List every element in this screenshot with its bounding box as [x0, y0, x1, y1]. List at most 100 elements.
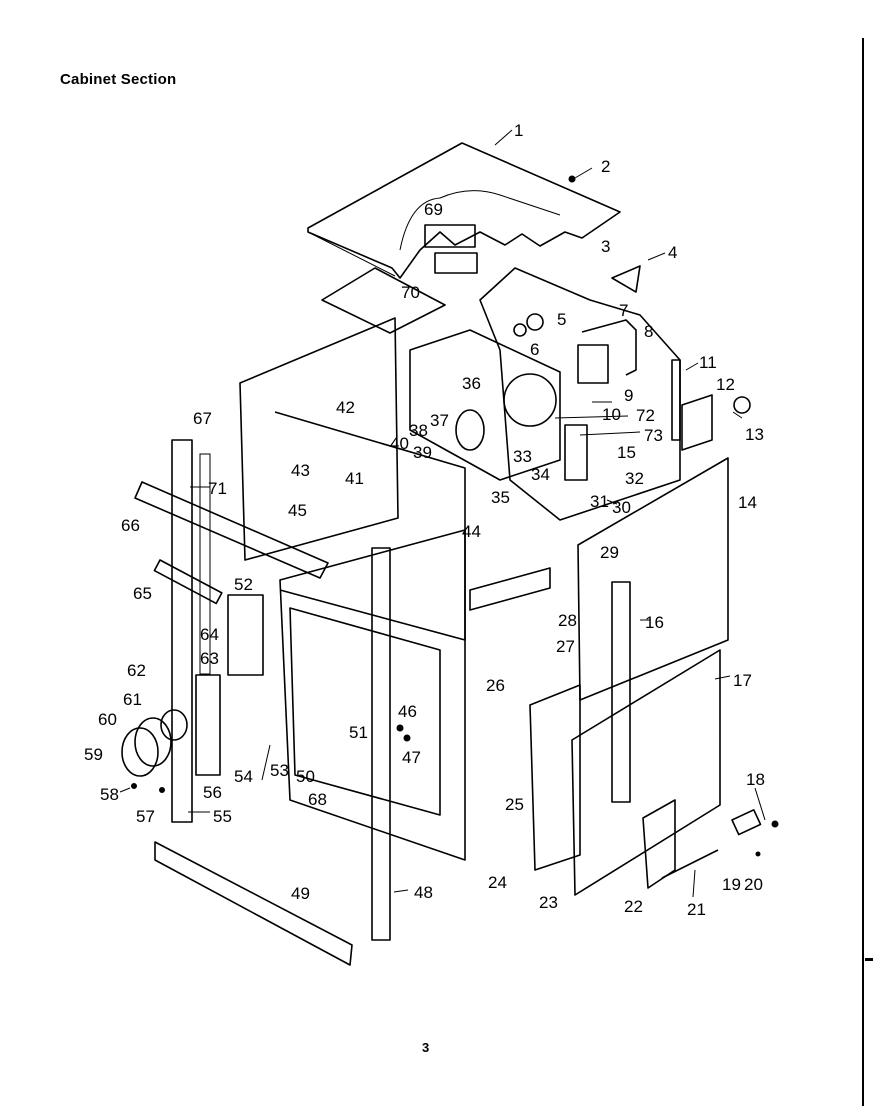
callout-45: 45 — [288, 501, 307, 520]
callout-59: 59 — [84, 745, 103, 764]
back-panel-17 — [571, 649, 721, 896]
callout-30: 30 — [612, 498, 631, 517]
callout-65: 65 — [133, 584, 152, 603]
callout-49: 49 — [291, 884, 310, 903]
tray-29 — [469, 567, 551, 611]
screw-57 — [159, 787, 165, 793]
top-panel-edge — [307, 231, 396, 277]
callout-50: 50 — [296, 767, 315, 786]
panel-52 — [227, 594, 264, 676]
plate-8 — [581, 319, 637, 376]
grommet-5 — [526, 313, 544, 331]
callout-55: 55 — [213, 807, 232, 826]
callout-9: 9 — [624, 386, 633, 405]
bracket-56 — [195, 674, 221, 776]
door-frame-strip — [371, 547, 391, 941]
page-number: 3 — [422, 1040, 430, 1055]
callout-28: 28 — [558, 611, 577, 630]
screw-2 — [568, 175, 576, 183]
callout-39: 39 — [413, 443, 432, 462]
callout-73: 73 — [644, 426, 663, 445]
callout-70: 70 — [401, 283, 420, 302]
callout-29: 29 — [600, 543, 619, 562]
callout-68: 68 — [308, 790, 327, 809]
screw-58 — [131, 783, 137, 789]
leader-line — [579, 431, 641, 436]
callout-24: 24 — [488, 873, 507, 892]
oven-cavity — [279, 529, 466, 861]
connector-13 — [733, 396, 751, 414]
callout-53: 53 — [270, 761, 289, 780]
callout-37: 37 — [430, 411, 449, 430]
blower-housing — [409, 329, 561, 481]
callout-58: 58 — [100, 785, 119, 804]
leader-line — [714, 675, 731, 680]
callout-35: 35 — [491, 488, 510, 507]
callout-48: 48 — [414, 883, 433, 902]
sensor-4 — [611, 265, 641, 293]
callout-64: 64 — [200, 625, 219, 644]
screw-20 — [755, 851, 761, 857]
callout-61: 61 — [123, 690, 142, 709]
rod-21 — [661, 849, 719, 879]
screw-18 — [771, 820, 779, 828]
callout-66: 66 — [121, 516, 140, 535]
callout-14: 14 — [738, 493, 757, 512]
leader-line — [393, 889, 409, 893]
callout-23: 23 — [539, 893, 558, 912]
cabinet-parts-drawing — [119, 129, 779, 966]
callout-31: 31 — [590, 492, 609, 511]
rail-71 — [199, 453, 211, 675]
cover-plate-22 — [642, 799, 676, 889]
callout-60: 60 — [98, 710, 117, 729]
right-border-rule — [862, 38, 864, 1106]
callout-27: 27 — [556, 637, 575, 656]
callout-13: 13 — [745, 425, 764, 444]
callout-72: 72 — [636, 406, 655, 425]
callout-52: 52 — [234, 575, 253, 594]
callout-2: 2 — [601, 157, 610, 176]
leader-line — [732, 411, 743, 419]
light-socket-60 — [134, 717, 172, 767]
callout-62: 62 — [127, 661, 146, 680]
callout-43: 43 — [291, 461, 310, 480]
callout-25: 25 — [505, 795, 524, 814]
callout-71: 71 — [208, 479, 227, 498]
callout-26: 26 — [486, 676, 505, 695]
callout-11: 11 — [699, 353, 717, 372]
fastener-46 — [396, 724, 404, 732]
callout-7: 7 — [619, 301, 628, 320]
callout-38: 38 — [409, 421, 428, 440]
front-trim-66 — [134, 481, 329, 579]
callout-57: 57 — [136, 807, 155, 826]
callout-6: 6 — [530, 340, 539, 359]
callout-19: 19 — [722, 875, 741, 894]
top-panel — [307, 142, 621, 279]
leader-line — [606, 499, 618, 505]
callout-33: 33 — [513, 447, 532, 466]
callout-46: 46 — [398, 702, 417, 721]
callout-41: 41 — [345, 469, 364, 488]
bottom-trim-49 — [154, 841, 353, 966]
terminal-block-69 — [424, 224, 476, 248]
callout-40: 40 — [390, 434, 409, 453]
right-side-panel — [577, 457, 729, 701]
callout-1: 1 — [514, 121, 523, 140]
rear-upper-panel — [479, 267, 681, 521]
callout-22: 22 — [624, 897, 643, 916]
brace-11 — [671, 359, 681, 441]
blower-opening — [503, 373, 557, 427]
callout-51: 51 — [349, 723, 368, 742]
callout-56: 56 — [203, 783, 222, 802]
rail-16 — [611, 581, 631, 803]
callout-16: 16 — [645, 613, 664, 632]
callout-42: 42 — [336, 398, 355, 417]
lower-panel-23 — [529, 684, 581, 871]
block-19 — [731, 809, 762, 836]
front-rail-55 — [171, 439, 193, 823]
callout-44: 44 — [462, 522, 481, 541]
insulation-sheet — [321, 267, 446, 334]
callout-63: 63 — [200, 649, 219, 668]
